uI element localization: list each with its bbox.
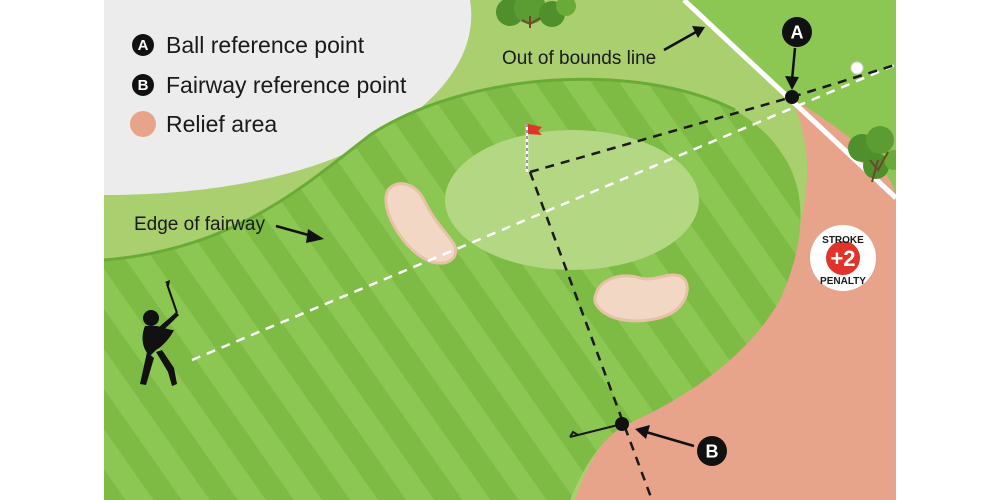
legend-a-letter: A <box>138 37 149 54</box>
tree-top-icon <box>496 0 576 28</box>
bunker-left <box>384 182 457 265</box>
legend: A Ball reference point B Fairway referen… <box>130 32 407 137</box>
legend-relief-label: Relief area <box>166 111 277 137</box>
golfer-icon <box>140 280 179 386</box>
marker-b-letter: B <box>706 442 719 462</box>
course-map: A B <box>104 0 896 500</box>
penalty-badge-top: STROKE <box>822 235 864 246</box>
putting-green <box>445 130 699 270</box>
legend-item-relief-area: Relief area <box>130 111 277 137</box>
point-a-dot <box>785 90 799 104</box>
fairway-edge <box>104 77 736 262</box>
relief-area <box>575 98 896 500</box>
legend-item-fairway-reference: B Fairway reference point <box>132 72 407 98</box>
arrows <box>275 26 799 448</box>
marker-b-circle <box>697 436 727 466</box>
penalty-badge-value: +2 <box>830 246 855 271</box>
legend-a-label: Ball reference point <box>166 32 365 58</box>
out-of-bounds-zone <box>104 0 472 195</box>
club-length-icon <box>569 423 623 438</box>
out-of-bounds-annotation: Out of bounds line <box>502 48 656 69</box>
legend-a-icon <box>132 34 154 56</box>
penalty-badge: STROKE +2 PENALTY <box>810 225 876 291</box>
marker-a-letter: A <box>791 23 804 43</box>
ball-line-extension <box>791 63 896 99</box>
penalty-badge-bottom: PENALTY <box>820 276 866 287</box>
flag-to-a-line <box>529 95 793 174</box>
legend-item-ball-reference: A Ball reference point <box>132 32 365 58</box>
legend-b-letter: B <box>138 77 149 94</box>
legend-relief-swatch <box>130 111 156 137</box>
point-b-dot <box>615 417 629 431</box>
edge-of-fairway-annotation: Edge of fairway <box>134 214 265 235</box>
bunker-right <box>593 273 689 323</box>
marker-a-circle <box>782 17 812 47</box>
tree-right-icon <box>848 126 896 183</box>
penalty-badge-inner <box>826 241 860 275</box>
golf-ball-icon <box>850 61 864 75</box>
legend-b-icon <box>132 74 154 96</box>
legend-b-label: Fairway reference point <box>166 72 407 98</box>
flag-icon <box>525 124 542 172</box>
flag-to-b-line <box>528 171 654 500</box>
